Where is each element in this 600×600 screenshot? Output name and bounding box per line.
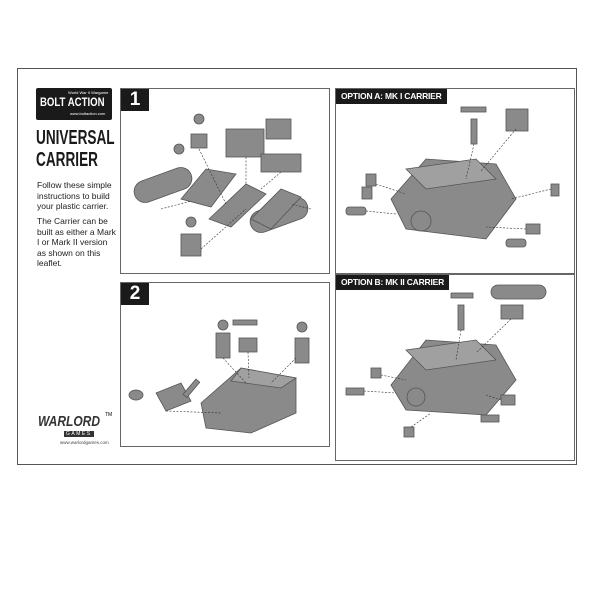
option-b-panel: OPTION B: MK II CARRIER [335,274,575,461]
intro-text: Follow these simple instructions to buil… [37,180,112,211]
driver-figure [180,233,202,257]
logo-url: www.boltaction.com [70,111,106,116]
mudguard [345,387,365,396]
step-1-panel: 1 [120,88,330,274]
gun-post [470,118,478,145]
option-b-illustration [345,284,547,438]
head-part [173,143,185,155]
warlord-games-sub: GAMES [64,431,94,437]
step-1-illustration [133,113,312,257]
gun-mount [238,337,258,353]
left-hull-side [180,168,237,208]
mudguard [500,394,516,406]
hull-floor [208,183,267,228]
mudguard [480,414,500,423]
mudguard [505,238,527,248]
mudguard [361,186,373,200]
crew-figure [215,332,231,359]
stowage-box [505,108,529,132]
step-number: 2 [121,283,149,305]
gun-post [457,304,465,331]
option-a-illustration [345,106,560,248]
title-line-1: UNIVERSAL [36,127,115,149]
step-2-illustration [128,319,310,434]
crew-figure [294,337,310,364]
mudguard [370,367,382,379]
trademark: TM [105,412,113,418]
front-plate [225,128,265,158]
bren-gun [450,292,474,299]
left-track [133,167,193,203]
bolt-action-logo: World War II Wargame BOLT ACTION www.bol… [36,88,112,120]
warlord-url: www.warlordgames.com [60,440,109,445]
option-label: OPTION A: MK I CARRIER [336,89,447,104]
stowage-roll [490,284,547,300]
title-line-2: CARRIER [36,149,98,171]
step-2-panel: 2 [120,282,330,447]
option-a-panel: OPTION A: MK I CARRIER [335,88,575,274]
step-number: 1 [121,89,149,111]
gun-shield [232,319,258,326]
wheel [410,210,432,232]
side-part [155,382,192,412]
right-hull-side [250,188,302,230]
mudguard [525,223,541,235]
mudguard [365,173,377,187]
mudguard [345,206,367,216]
option-label: OPTION B: MK II CARRIER [336,275,450,290]
logo-tagline: World War II Wargame [68,90,109,95]
stowage-box [500,304,524,320]
mudguard [403,426,415,438]
seat-part [190,133,208,149]
bren-gun [182,378,201,399]
warlord-logo: WARLORD [38,413,100,430]
disc-part [128,389,144,401]
head-part [193,113,205,125]
note-text: The Carrier can be built as either a Mar… [37,216,116,268]
logo-name: BOLT ACTION [40,95,105,109]
mudguard [550,183,560,197]
head-part [185,216,197,228]
engine-cover [265,118,292,140]
bren-gun [460,106,487,113]
rear-plate [260,153,302,173]
wheel [406,387,426,407]
